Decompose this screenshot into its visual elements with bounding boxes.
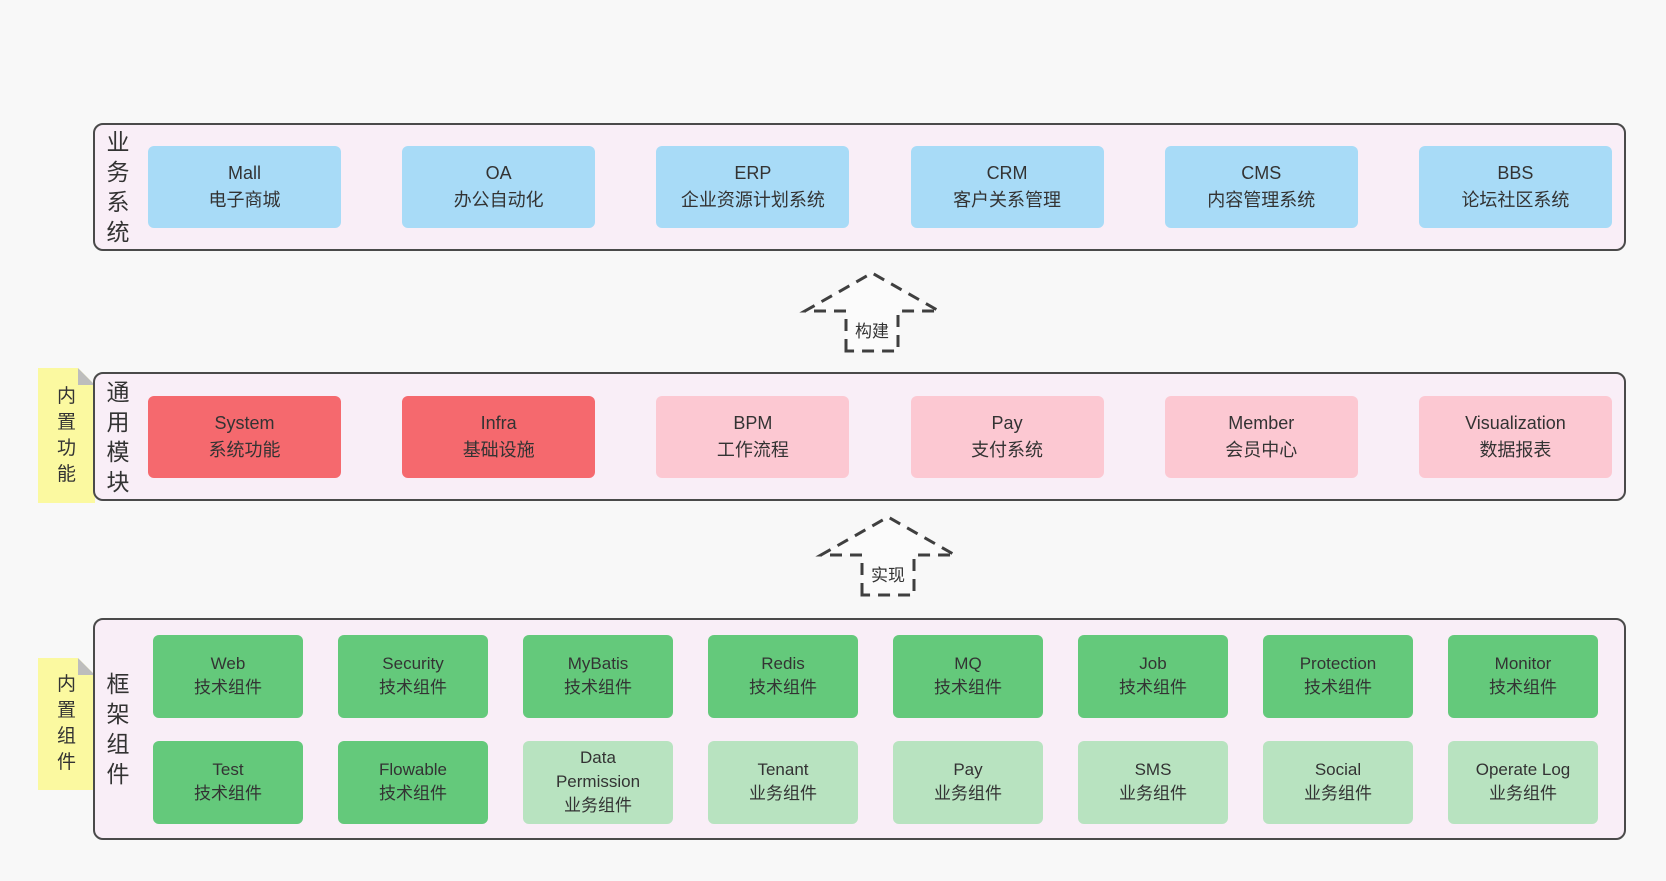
box-protection: Protection 技术组件 <box>1263 634 1413 718</box>
box-crm: CRM 客户关系管理 <box>910 146 1104 228</box>
box-visualization: Visualization 数据报表 <box>1418 395 1612 478</box>
common-modules-row: System 系统功能 Infra 基础设施 BPM 工作流程 Pay 支付系统… <box>148 395 1612 478</box>
box-monitor: Monitor 技术组件 <box>1448 634 1598 718</box>
box-erp: ERP 企业资源计划系统 <box>656 146 850 228</box>
sticky-tab-label: 内置功能 <box>56 385 76 485</box>
box-data-permission: Data Permission 业务组件 <box>523 740 673 824</box>
box-flowable: Flowable 技术组件 <box>338 740 488 824</box>
sticky-tab-label: 内置组件 <box>56 674 76 773</box>
box-security: Security 技术组件 <box>338 634 488 718</box>
framework-components-section: 框架组件 Web 技术组件 Security 技术组件 MyBatis 技术组件… <box>93 618 1626 840</box>
box-system: System 系统功能 <box>148 395 341 478</box>
dashed-arrow-outline <box>799 271 945 353</box>
box-redis: Redis 技术组件 <box>708 634 858 718</box>
box-sms: SMS 业务组件 <box>1078 740 1228 824</box>
framework-components-rows: Web 技术组件 Security 技术组件 MyBatis 技术组件 Redi… <box>153 634 1598 824</box>
box-social: Social 业务组件 <box>1263 740 1413 824</box>
box-mybatis: MyBatis 技术组件 <box>523 634 673 718</box>
common-modules-section: 通用模块 System 系统功能 Infra 基础设施 BPM 工作流程 Pay… <box>93 372 1626 501</box>
box-oa: OA 办公自动化 <box>402 146 596 228</box>
business-components-row: Test 技术组件 Flowable 技术组件 Data Permission … <box>153 740 1598 824</box>
sticky-tab-built-in-features: 内置功能 <box>38 368 95 503</box>
box-pay-module: Pay 支付系统 <box>910 395 1104 478</box>
box-cms: CMS 内容管理系统 <box>1164 146 1358 228</box>
box-pay-component: Pay 业务组件 <box>893 740 1043 824</box>
box-operate-log: Operate Log 业务组件 <box>1448 740 1598 824</box>
implement-arrow-up-icon: 实现 <box>815 515 961 597</box>
arrow-label: 构建 <box>855 322 889 341</box>
box-tenant: Tenant 业务组件 <box>708 740 858 824</box>
business-systems-row: Mall 电子商城 OA 办公自动化 ERP 企业资源计划系统 CRM 客户关系… <box>148 146 1612 228</box>
dashed-arrow-outline <box>815 515 961 597</box>
sticky-tab-built-in-components: 内置组件 <box>38 658 95 790</box>
section-side-label: 业务系统 <box>106 129 130 245</box>
box-job: Job 技术组件 <box>1078 634 1228 718</box>
box-member: Member 会员中心 <box>1164 395 1358 478</box>
box-bbs: BBS 论坛社区系统 <box>1418 146 1612 228</box>
box-mall: Mall 电子商城 <box>148 146 341 228</box>
arrow-label: 实现 <box>871 566 905 585</box>
box-infra: Infra 基础设施 <box>402 395 596 478</box>
build-arrow-up-icon: 构建 <box>799 271 945 353</box>
box-test: Test 技术组件 <box>153 740 303 824</box>
business-systems-section: 业务系统 Mall 电子商城 OA 办公自动化 ERP 企业资源计划系统 CRM… <box>93 123 1626 251</box>
section-side-label: 框架组件 <box>106 671 130 787</box>
section-side-label: 通用模块 <box>106 378 130 495</box>
tech-components-row: Web 技术组件 Security 技术组件 MyBatis 技术组件 Redi… <box>153 634 1598 718</box>
box-mq: MQ 技术组件 <box>893 634 1043 718</box>
box-bpm: BPM 工作流程 <box>656 395 850 478</box>
box-web: Web 技术组件 <box>153 634 303 718</box>
